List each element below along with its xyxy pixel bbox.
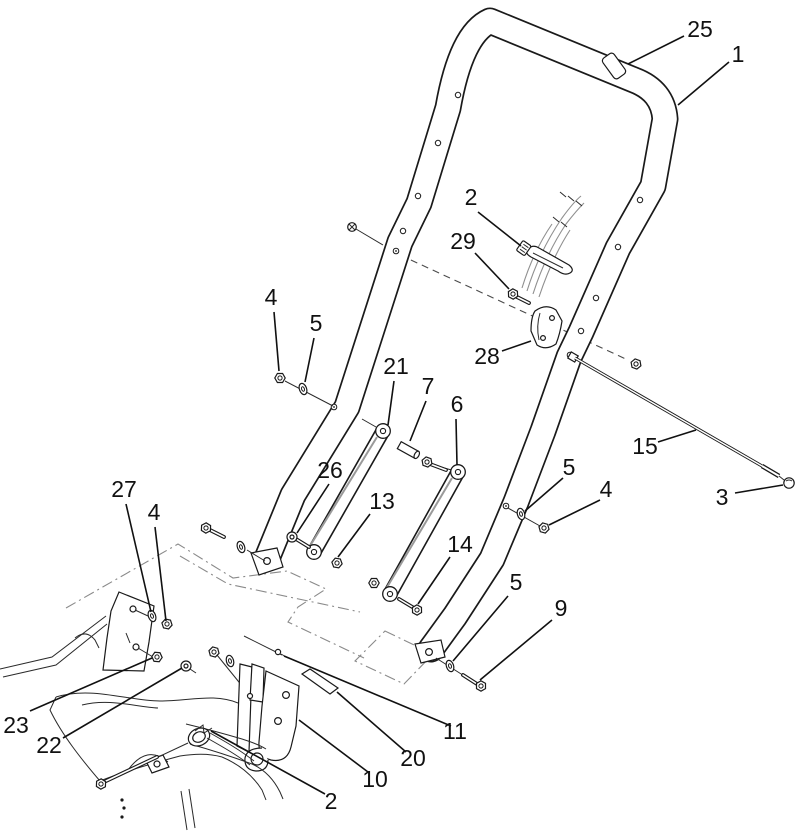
callout-label-4: 4: [265, 284, 278, 310]
hex-bolt: [419, 455, 448, 472]
callout-label-2: 2: [325, 788, 338, 814]
callout-leader-3: [734, 484, 784, 494]
callout-label-13: 13: [369, 488, 395, 514]
fasteners: [146, 222, 644, 694]
callout-label-6: 6: [451, 391, 464, 417]
callout-leader-7: [409, 400, 427, 442]
callout-leader-4: [154, 526, 167, 622]
callout-label-4: 4: [600, 476, 613, 502]
callout-label-7: 7: [422, 373, 435, 399]
flat-washer: [297, 381, 309, 397]
callout-leader-25: [627, 35, 685, 65]
callout-label-9: 9: [555, 595, 568, 621]
callout-label-4: 4: [148, 499, 161, 525]
callout-label-5: 5: [563, 454, 576, 480]
shoulder-screw: [180, 660, 197, 674]
callout-leader-9: [479, 619, 553, 681]
callout-leader-20: [336, 691, 407, 753]
flat-washer: [224, 653, 236, 669]
callout-label-20: 20: [400, 745, 426, 771]
chassis-deck: [0, 591, 267, 831]
callout-leader-2: [210, 730, 326, 795]
flange-nut: [330, 557, 344, 569]
callout-label-5: 5: [310, 310, 323, 336]
callout-label-15: 15: [632, 433, 658, 459]
hex-bolt: [397, 597, 425, 618]
callout-leader-26: [296, 483, 330, 534]
callout-label-1: 1: [732, 41, 745, 67]
hex-bolt: [198, 520, 226, 539]
hex-nut: [274, 372, 286, 384]
mount-bracket-plate: [258, 670, 300, 762]
callout-leader-21: [387, 380, 395, 426]
lower-mount-bolt: [93, 742, 189, 792]
callout-label-11: 11: [443, 718, 467, 744]
callout-label-14: 14: [447, 531, 473, 557]
callout-leader-23: [29, 657, 153, 712]
callout-leader-29: [474, 252, 510, 290]
grip-pad: [601, 52, 627, 80]
callout-label-22: 22: [36, 732, 62, 758]
cable-guide-wire: [243, 635, 289, 659]
callout-leader-1: [677, 61, 730, 106]
callout-leader-15: [657, 429, 697, 443]
handle-links: [284, 380, 466, 602]
callout-label-25: 25: [687, 16, 713, 42]
callout-leader-10: [298, 719, 369, 773]
cable-clamp-bracket: [530, 306, 563, 349]
mount-bracket-assembly: [185, 635, 340, 800]
hex-nut: [537, 521, 551, 535]
flange-nut: [150, 651, 164, 663]
callout-leader-6: [455, 418, 458, 466]
callout-leader-5: [304, 337, 315, 383]
callout-leader-4: [273, 311, 280, 372]
flange-nut: [368, 577, 380, 589]
phantom-deck-outline: [65, 543, 434, 685]
callout-label-28: 28: [474, 343, 500, 369]
callout-leader-14: [417, 556, 451, 605]
shoulder-bolt: [286, 531, 311, 549]
rod-ball-end: [783, 477, 795, 489]
clamp-screw: [505, 286, 531, 305]
callout-label-27: 27: [111, 476, 137, 502]
clevis-pin: [396, 440, 421, 460]
callout-leader-27: [125, 503, 152, 613]
callout-leader-5: [524, 477, 564, 512]
callout-leader-11: [283, 655, 452, 727]
callout-leader-22: [62, 667, 183, 739]
callout-label-2: 2: [465, 184, 478, 210]
cable-clamp-assembly: [505, 191, 585, 349]
left-mounting-plate: [102, 591, 155, 672]
cable-tie: [516, 240, 573, 275]
callout-leader-5: [452, 595, 509, 662]
stop-rod: [566, 351, 795, 489]
callout-label-5: 5: [510, 569, 523, 595]
hex-bolt: [461, 673, 489, 694]
callout-leader-28: [501, 340, 532, 352]
spacer-strip: [300, 668, 340, 695]
upper-handle-loop: [250, 7, 679, 664]
hex-nut: [160, 617, 174, 631]
callout-label-21: 21: [383, 353, 409, 379]
control-cables: [521, 191, 585, 298]
callout-label-10: 10: [362, 766, 388, 792]
callout-label-3: 3: [716, 484, 729, 510]
callout-label-29: 29: [450, 228, 476, 254]
callout-leader-4: [548, 499, 601, 526]
callout-label-23: 23: [3, 712, 29, 738]
callout-leader-2: [477, 211, 522, 247]
flat-washer: [235, 539, 247, 555]
callouts: 2512292845217626131454153592742322112010…: [3, 16, 784, 814]
callout-label-26: 26: [317, 457, 343, 483]
carriage-bolt: [347, 222, 357, 232]
cable-z-end: [194, 724, 255, 766]
callout-leader-13: [337, 513, 371, 558]
hex-nut: [628, 357, 644, 371]
